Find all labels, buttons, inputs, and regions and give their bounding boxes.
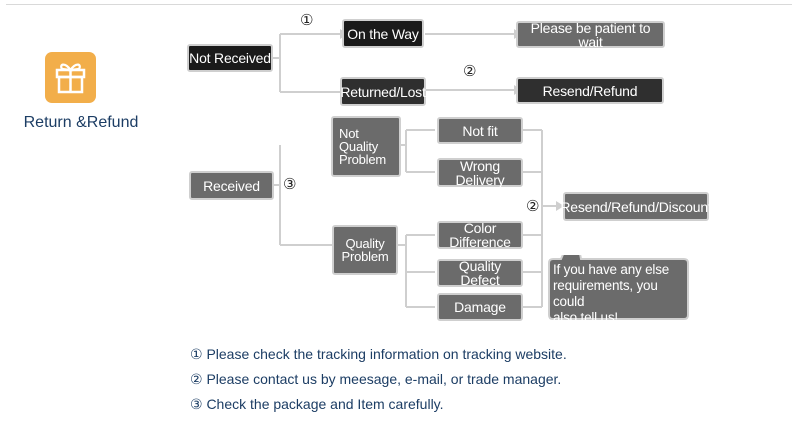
node-returned-lost: Returned/Lost [340, 77, 426, 106]
node-resend-refund-discount: Resend/Refund/Discount [560, 192, 712, 221]
node-resend-refund: Resend/Refund [516, 77, 664, 104]
node-damage: Damage [437, 293, 523, 321]
node-quality-problem: Quality Problem [332, 225, 398, 275]
node-not-quality-problem: Not Quality Problem [331, 116, 401, 177]
not-quality-line-3: Problem [339, 152, 387, 167]
node-not-received: Not Received [187, 44, 273, 72]
note-contact: ② Please contact us by meesage, e-mail, … [190, 371, 562, 387]
bubble-line-3: also tell us! [553, 310, 618, 325]
bubble-line-1: If you have any else [553, 262, 670, 277]
node-received: Received [189, 171, 274, 200]
speech-bubble [548, 255, 689, 320]
node-not-fit: Not fit [437, 117, 523, 144]
quality-line-1: Quality [345, 236, 385, 251]
section-title: Return &Refund [23, 114, 139, 131]
footnotes: ① Please check the tracking information … [190, 346, 567, 421]
note-tracking: ① Please check the tracking information … [190, 346, 567, 362]
top-divider [6, 4, 792, 5]
node-color-difference: Color Difference [437, 221, 523, 249]
node-wrong-delivery: Wrong Delivery [437, 158, 523, 187]
not-quality-line-2: Quality [339, 139, 379, 154]
gift-icon [45, 52, 96, 103]
quality-line-2: Problem [341, 249, 389, 264]
bubble-line-2: requirements, you could [553, 278, 658, 309]
marker-1: ① [300, 12, 314, 29]
node-quality-defect: Quality Defect [437, 259, 523, 287]
note-check-package: ③ Check the package and Item carefully. [190, 396, 444, 412]
marker-2-right: ② [526, 198, 540, 215]
marker-2-top: ② [463, 63, 477, 80]
bubble-message: If you have any else requirements, you c… [553, 262, 689, 326]
node-on-the-way: On the Way [342, 19, 424, 48]
node-please-wait: Please be patient to wait [516, 21, 665, 49]
marker-3: ③ [283, 176, 297, 193]
not-quality-line-1: Not [339, 126, 359, 141]
